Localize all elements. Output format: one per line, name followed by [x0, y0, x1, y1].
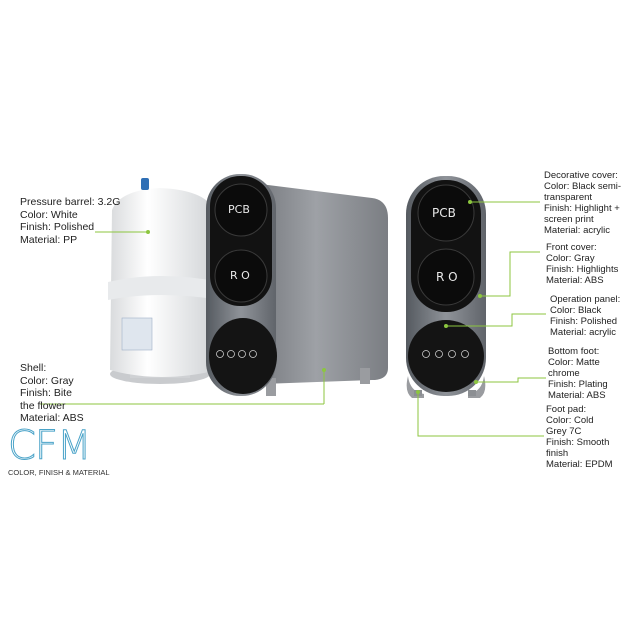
callout-line: Operation panel:	[550, 294, 621, 305]
ro-label-main: R O	[230, 269, 250, 282]
callout-line: Color: White	[20, 208, 78, 221]
callout-line: Front cover:	[546, 242, 597, 253]
callout-line: Color: Cold	[546, 415, 594, 426]
callout-line: transparent	[544, 192, 593, 203]
front-view-unit	[406, 176, 486, 398]
callout-line: Color: Gray	[546, 253, 595, 264]
callout-line: Color: Black semi-	[544, 181, 622, 192]
decorative-cover-callout: Decorative cover: Color: Black semi- tra…	[544, 170, 621, 236]
callout-line: Material: acrylic	[550, 327, 616, 338]
bottom-foot-callout: Bottom foot: Color: Matte chrome Finish:…	[548, 346, 608, 401]
callout-line: Bottom foot:	[548, 346, 600, 357]
pressure-barrel-callout: Pressure barrel: 3.2G Color: White Finis…	[20, 196, 120, 246]
callout-line: Foot pad:	[546, 404, 587, 415]
callout-line: Color: Matte	[548, 357, 600, 368]
cfm-logo: CFM	[7, 423, 91, 469]
foot-pad-callout: Foot pad: Color: Cold Grey 7C Finish: Sm…	[546, 404, 613, 470]
front-cover-callout: Front cover: Color: Gray Finish: Highlig…	[546, 242, 618, 286]
callout-line: Decorative cover:	[544, 170, 618, 181]
cfm-logo-subtitle: COLOR, FINISH & MATERIAL	[8, 468, 110, 477]
callout-line: screen print	[544, 214, 594, 225]
callout-line: Finish: Plating	[548, 379, 608, 390]
callout-line: Color: Black	[550, 305, 602, 316]
operation-panel-callout: Operation panel: Color: Black Finish: Po…	[550, 294, 620, 338]
callout-line: the flower	[20, 399, 66, 412]
callout-line: Pressure barrel: 3.2G	[20, 196, 121, 208]
callout-line: Shell:	[20, 362, 47, 374]
pressure-barrel	[108, 178, 220, 384]
callout-line: Finish: Smooth	[546, 437, 610, 448]
callout-line: Grey 7C	[546, 426, 582, 437]
callout-dots	[146, 200, 482, 394]
callout-line: Material: ABS	[546, 275, 604, 286]
pcb-label-main: PCB	[228, 203, 250, 216]
main-unit	[206, 174, 388, 396]
callout-lines	[40, 201, 546, 437]
shell-callout: Shell: Color: Gray Finish: Bite the flow…	[20, 362, 84, 425]
callout-line: Finish: Bite	[20, 387, 72, 399]
ro-label-front: R O	[436, 270, 458, 284]
callout-line: Color: Gray	[20, 374, 74, 387]
callout-line: Finish: Highlight +	[544, 203, 620, 214]
callout-line: Material: PP	[20, 233, 78, 246]
pcb-label-front: PCB	[432, 206, 456, 220]
callout-line: Finish: Polished	[20, 221, 95, 233]
callout-line: chrome	[548, 368, 580, 379]
callout-line: Material: EPDM	[546, 459, 613, 470]
callout-line: Material: acrylic	[544, 225, 610, 236]
callout-line: Material: ABS	[20, 412, 84, 424]
callout-line: finish	[546, 448, 569, 459]
callout-line: Finish: Polished	[550, 316, 618, 327]
callout-line: Material: ABS	[548, 390, 606, 401]
callout-line: Finish: Highlights	[546, 264, 619, 275]
